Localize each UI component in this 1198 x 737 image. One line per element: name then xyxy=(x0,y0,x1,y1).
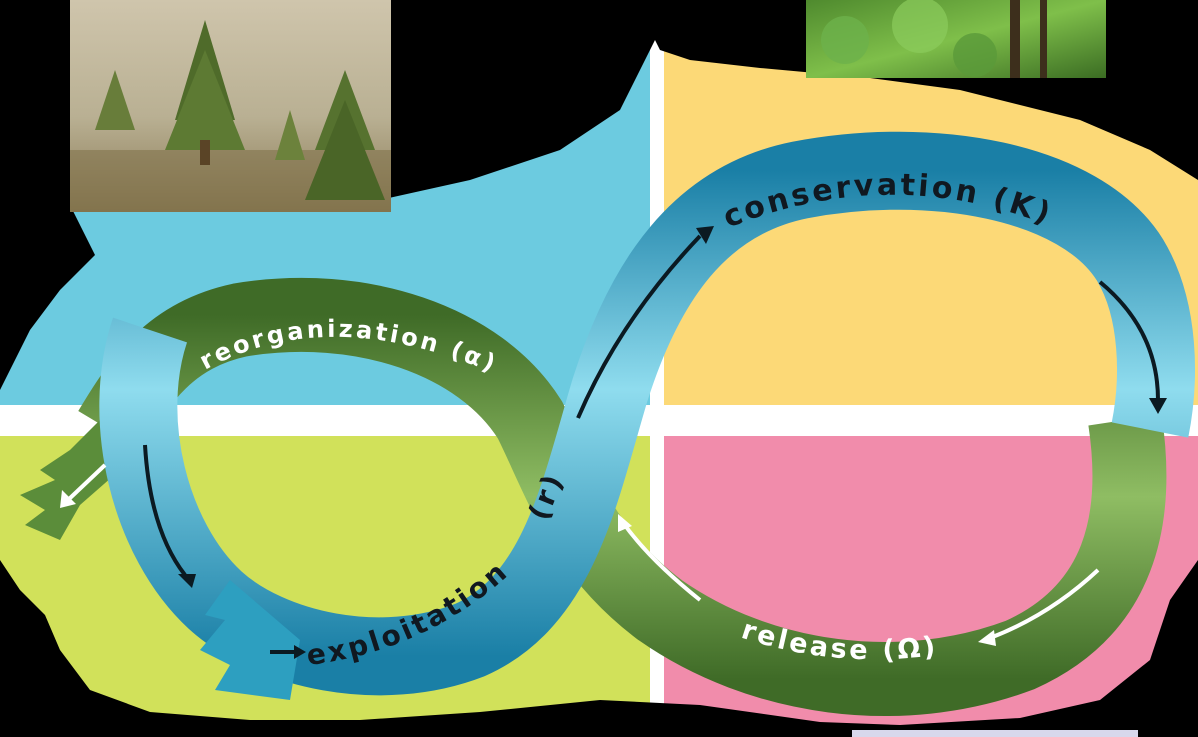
arrow-exploitation-up xyxy=(576,234,702,419)
arrow-head-icon xyxy=(978,630,996,646)
arrow-release-left xyxy=(989,568,1100,640)
vertical-divider xyxy=(650,40,664,725)
blue-ribbon xyxy=(99,131,1195,700)
arrow-head-icon xyxy=(696,226,714,244)
mature-forest-photo xyxy=(806,0,1106,78)
arrow-head-icon xyxy=(1149,398,1167,414)
arrow-reorganization-out xyxy=(66,463,107,502)
arrow-head-icon xyxy=(178,574,196,588)
arrow-head-icon xyxy=(618,514,632,532)
arrow-into-exploitation xyxy=(143,444,187,577)
arrow-head-icon xyxy=(60,490,76,508)
young-pine-saplings-photo xyxy=(70,0,391,212)
arrow-head-icon xyxy=(294,645,306,659)
arrow-conservation-down xyxy=(1098,280,1160,401)
bottom-panel-edge xyxy=(852,730,1138,737)
arrow-release-up xyxy=(622,522,702,602)
torn-ribbon-end-bottom xyxy=(200,580,300,700)
cycle-arrows xyxy=(60,226,1167,659)
